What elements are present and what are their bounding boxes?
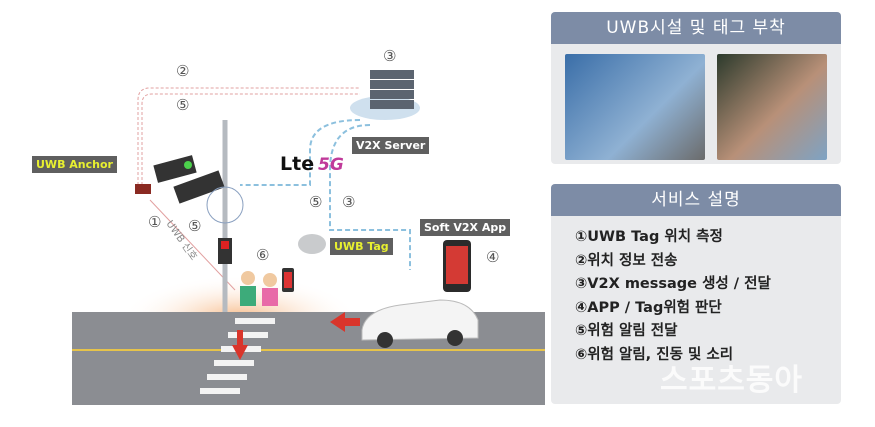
step-marker: ② [176,62,190,80]
uwb-v2x-diagram: UWB Anchor V2X Server Soft V2X App UWB T… [32,47,545,405]
service-panel: 서비스 설명 ①UWB Tag 위치 측정 ②위치 정보 전송 ③V2X mes… [551,184,841,404]
rsu-antenna [206,186,244,224]
arrow-2 [137,87,360,185]
uwb-tag-attach-photo [716,54,827,160]
smartphone [443,240,471,292]
step-marker: ④ [486,248,500,266]
pedestrian-direction-arrow [232,330,248,360]
v2x-server [350,70,420,120]
car [361,299,479,348]
arrow-5-to-pole [240,119,361,186]
step-marker: ① [148,213,162,231]
traffic-light [153,155,197,183]
lte-logo: Lte [280,153,315,175]
list-item: ③V2X message 생성 / 전달 [575,276,771,292]
facility-panel: UWB시설 및 태그 부착 [551,12,841,164]
car-direction-arrow [330,312,360,332]
step-marker: ⑤ [176,96,190,114]
step-marker: ⑤ [309,193,323,211]
children [240,268,294,306]
soft-v2x-app-label: Soft V2X App [420,219,511,236]
arrow-3-to-app [329,124,411,270]
step-marker: ⑤ [188,217,202,235]
list-item: ⑥위험 알림, 진동 및 소리 [575,346,734,363]
uwb-anchor-label: UWB Anchor [32,156,117,173]
list-item: ②위치 정보 전송 [575,252,678,269]
facility-panel-title: UWB시설 및 태그 부착 [551,12,841,44]
v2x-server-label: V2X Server [352,137,430,154]
scene-illustration [72,70,545,405]
arrow-5-top [141,93,360,185]
uwb-anchor-photo [565,54,705,160]
service-panel-title: 서비스 설명 [551,184,841,216]
watermark: 스포츠동아 [660,363,803,398]
step-marker: ③ [383,47,397,65]
list-item: ①UWB Tag 위치 측정 [575,229,723,245]
list-item: ⑤위험 알림 전달 [575,323,678,339]
uwb-tag-device [298,234,326,254]
traffic-sign [173,170,225,204]
5g-logo: 5G [318,155,344,175]
list-item: ④APP / Tag위험 판단 [575,299,722,316]
uwb-anchor-device [135,184,151,194]
service-steps-list: ①UWB Tag 위치 측정 ②위치 정보 전송 ③V2X message 생성… [551,216,841,367]
uwb-signal-line [149,199,236,291]
step-marker: ③ [342,193,356,211]
step-marker: ⑥ [256,246,270,264]
uwb-tag-label: UWB Tag [330,238,393,255]
